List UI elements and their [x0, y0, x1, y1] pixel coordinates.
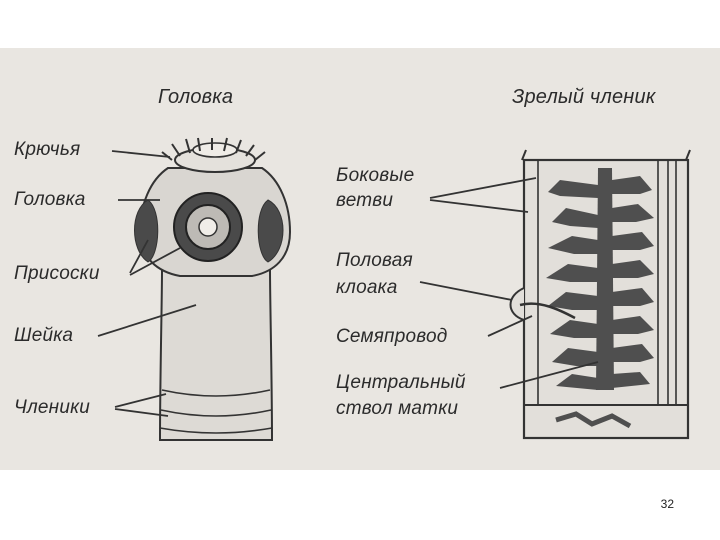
right-figure-title: Зрелый членик	[512, 86, 656, 108]
label-segments: Членики	[14, 397, 91, 418]
label-neck: Шейка	[14, 325, 74, 346]
label-suckers: Присоски	[14, 263, 100, 284]
label-central-trunk-1: Центральный	[336, 372, 466, 393]
label-lateral-branches-2: ветви	[336, 190, 394, 211]
left-figure-title: Головка	[158, 86, 234, 108]
proglottid-drawing	[419, 149, 691, 440]
label-lateral-branches-1: Боковые	[336, 165, 415, 186]
scolex-drawing	[97, 137, 292, 441]
page-number: 32	[660, 497, 674, 511]
label-head: Головка	[14, 189, 86, 210]
label-vas-deferens: Семяпровод	[336, 326, 448, 347]
label-hooks: Крючья	[14, 139, 81, 160]
label-genital-cloaca-2: клоака	[336, 277, 398, 298]
label-genital-cloaca-1: Половая	[336, 250, 413, 271]
label-central-trunk-2: ствол матки	[336, 398, 459, 419]
